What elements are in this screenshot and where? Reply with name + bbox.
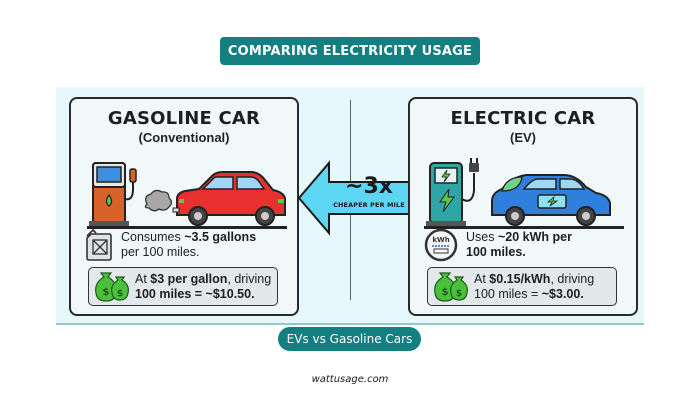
electric-car-icon (491, 174, 611, 226)
electric-car-card: ELECTRIC CAR (EV) (408, 97, 638, 316)
site-credit: wattusage.com (311, 374, 389, 385)
svg-text:$: $ (117, 289, 123, 299)
fuel-jerrycan-icon (86, 228, 112, 261)
kwh-meter-icon: kWh (424, 228, 458, 262)
consumption-suffix: per 100 miles. (121, 245, 200, 259)
consumption-prefix: Uses (466, 230, 498, 244)
electric-consumption: kWh Uses ~20 kWh per 100 miles. (424, 225, 624, 265)
electric-cost-box: $ $ At $0.15/kWh, driving 100 miles = ~$… (427, 267, 617, 306)
cost-prefix: At (474, 271, 490, 286)
consumption-prefix: Consumes (121, 230, 185, 244)
svg-text:kWh: kWh (432, 236, 449, 244)
gasoline-car-card: GASOLINE CAR (Conventional) (69, 97, 299, 316)
ev-charger-car-illustration (424, 158, 624, 229)
page-title: COMPARING ELECTRICITY USAGE (220, 37, 480, 65)
gasoline-heading: GASOLINE CAR (107, 108, 261, 129)
ground-line (87, 226, 287, 229)
gas-pump-icon (89, 162, 137, 226)
gas-cost-total: 100 miles = ~$10.50. (135, 286, 255, 301)
cost-multiplier: ~3x (345, 174, 393, 199)
exhaust-smoke-icon (144, 189, 173, 212)
consumption-value: ~20 kWh per (497, 230, 572, 244)
money-bags-icon: $ $ (95, 271, 129, 302)
consumption-value: ~3.5 gallons (184, 230, 257, 244)
cheaper-per-mile-label: CHEAPER PER MILE (333, 201, 405, 209)
cost-mid: , driving (227, 271, 272, 286)
gasoline-subheading: (Conventional) (138, 130, 230, 145)
cost-line2-prefix: 100 miles = (474, 286, 542, 301)
comparison-label: ~3x CHEAPER PER MILE (327, 174, 411, 210)
gasoline-cost-box: $ $ At $3 per gallon, driving 100 miles … (88, 267, 278, 306)
gas-station-car-illustration (87, 162, 287, 229)
gas-price: $3 per gallon (150, 271, 228, 286)
svg-text:$: $ (456, 289, 462, 299)
money-bags-icon: $ $ (434, 271, 468, 302)
cheaper-arrow-icon (297, 160, 409, 236)
ev-charger-icon (426, 158, 479, 226)
cost-prefix: At (135, 271, 151, 286)
caption-badge: EVs vs Gasoline Cars (278, 327, 421, 351)
gasoline-consumption: Consumes ~3.5 gallons per 100 miles. (85, 225, 285, 265)
ev-cost-total: ~$3.00. (541, 286, 584, 301)
electric-heading: ELECTRIC CAR (450, 108, 596, 129)
electric-subheading: (EV) (510, 130, 536, 145)
svg-text:$: $ (442, 287, 449, 298)
cost-mid: , driving (550, 271, 595, 286)
electricity-price: $0.15/kWh (489, 271, 551, 286)
consumption-suffix: 100 miles. (466, 245, 526, 259)
svg-text:$: $ (103, 287, 110, 298)
gasoline-car-icon (172, 171, 286, 226)
ground-line (424, 226, 624, 229)
